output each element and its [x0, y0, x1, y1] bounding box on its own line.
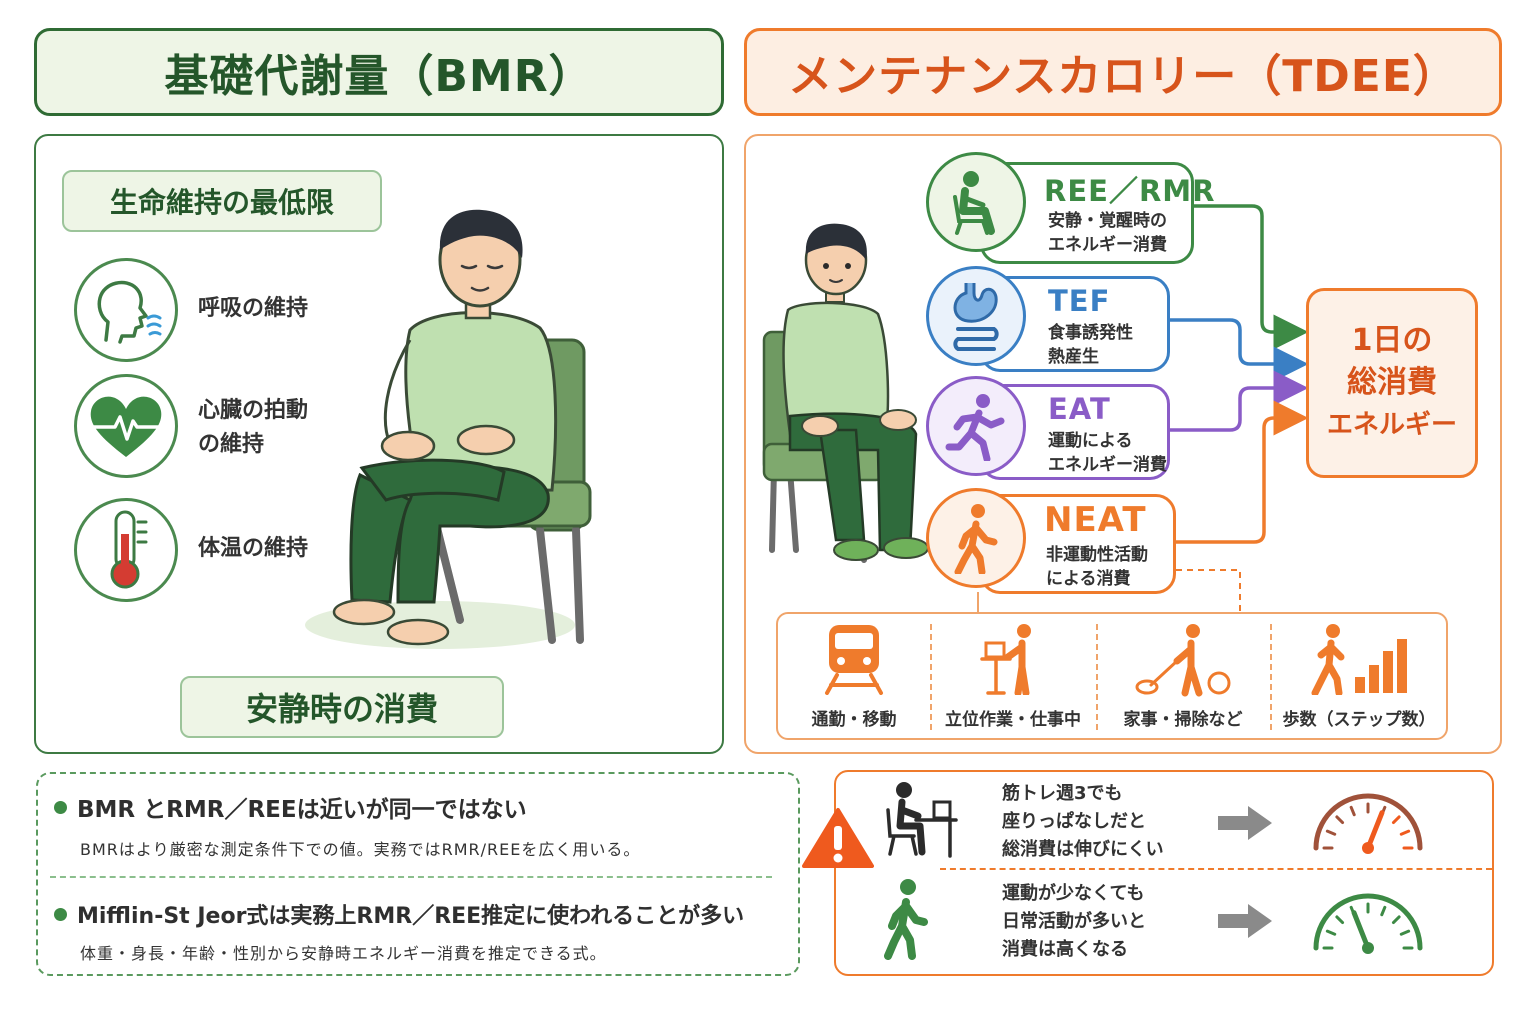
neat-example: 歩数（ステップ数） [1270, 614, 1448, 742]
total-line: エネルギー [1326, 410, 1457, 440]
walking-person-icon [926, 488, 1026, 588]
component-desc: エネルギー消費 [1048, 455, 1167, 475]
bullet-dot [54, 800, 67, 814]
component-title: TEF [1048, 284, 1111, 318]
component-desc: 安静・覚醒時の [1048, 211, 1167, 231]
component-title: REE／RMR [1044, 174, 1216, 208]
warning-text: 運動が少なくても 日常活動が多いと 消費は高くなる [1002, 880, 1146, 964]
notes-box [36, 772, 800, 976]
thermometer-icon [74, 498, 178, 602]
component-desc: 非運動性活動 [1046, 545, 1148, 565]
warning-line: 運動が少なくても [1002, 883, 1145, 904]
warning-line: 総消費は伸びにくい [1002, 839, 1164, 860]
sitting-person-icon [926, 152, 1026, 252]
note-title-text: BMR とRMR／REEは近いが同一ではない [77, 797, 527, 823]
walking-person-icon [884, 879, 928, 960]
running-person-icon [926, 376, 1026, 476]
bmr-item-label: の維持 [198, 432, 265, 457]
component-title: EAT [1048, 392, 1111, 426]
steps-chart-icon [1311, 624, 1407, 695]
warning-box [834, 770, 1494, 976]
neat-example: 通勤・移動 [778, 614, 930, 742]
desk-worker-icon [886, 782, 958, 858]
stomach-icon [926, 266, 1026, 366]
divider [930, 624, 932, 730]
warning-line: 消費は高くなる [1002, 939, 1128, 960]
warning-line: 日常活動が多いと [1002, 911, 1146, 932]
warning-line: 筋トレ週3でも [1002, 783, 1123, 804]
low-gauge-icon [1313, 793, 1423, 854]
neat-example-label: 家事・掃除など [1123, 710, 1243, 730]
note-title: BMR とRMR／REEは近いが同一ではない [54, 790, 527, 824]
arrow-right-icon [1218, 806, 1272, 840]
bmr-item-label: 呼吸の維持 [198, 296, 309, 321]
breathing-icon [74, 258, 178, 362]
component-desc: 食事誘発性 [1048, 323, 1133, 343]
bmr-footer: 安静時の消費 [180, 676, 504, 738]
warning-icon [802, 808, 874, 868]
heart-icon [74, 374, 178, 478]
total-energy-box: 1日の 総消費 エネルギー [1306, 288, 1478, 478]
seated-person-illustration [305, 209, 592, 649]
note-sub: BMRはより厳密な測定条件下での値。実務ではRMR/REEを広く用いる。 [80, 840, 641, 859]
note-title-text: Mifflin-St Jeor式は実務上RMR／REE推定に使われることが多い [77, 904, 745, 929]
component-desc: による消費 [1046, 569, 1131, 589]
component-desc: エネルギー消費 [1048, 235, 1167, 255]
seated-person-illustration [762, 223, 929, 563]
total-line: 1日の [1351, 323, 1433, 358]
neat-example: 立位作業・仕事中 [930, 614, 1096, 742]
tdee-header: メンテナンスカロリー（TDEE） [744, 28, 1502, 116]
neat-examples: 通勤・移動 立位作業・仕事中 家事・掃除など 歩数（ [776, 612, 1448, 740]
neat-example-label: 通勤・移動 [811, 710, 897, 730]
bmr-item-label: 心臓の拍動 [198, 398, 309, 423]
vacuum-cleaning-icon [1135, 624, 1231, 697]
train-icon [825, 625, 883, 695]
note-title: Mifflin-St Jeor式は実務上RMR／REE推定に使われることが多い [54, 898, 744, 930]
note-sub: 体重・身長・年齢・性別から安静時エネルギー消費を推定できる式。 [80, 944, 607, 963]
standing-desk-icon [980, 624, 1031, 695]
bullet-dot [54, 907, 67, 921]
divider [50, 876, 772, 878]
divider [940, 868, 1492, 870]
divider [1270, 624, 1272, 730]
neat-example-label: 歩数（ステップ数） [1282, 710, 1436, 730]
neat-example-label: 立位作業・仕事中 [945, 710, 1081, 730]
high-gauge-icon [1313, 893, 1423, 954]
bmr-tag: 生命維持の最低限 [62, 170, 382, 232]
bmr-header: 基礎代謝量（BMR） [34, 28, 724, 116]
component-desc: 熱産生 [1048, 347, 1099, 367]
arrow-right-icon [1218, 904, 1272, 938]
divider [1096, 624, 1098, 730]
component-desc: 運動による [1048, 431, 1133, 451]
warning-text: 筋トレ週3でも 座りっぱなしだと 総消費は伸びにくい [1002, 780, 1164, 864]
warning-line: 座りっぱなしだと [1002, 811, 1146, 832]
component-title: NEAT [1044, 500, 1147, 540]
neat-example: 家事・掃除など [1096, 614, 1270, 742]
bmr-item-label: 体温の維持 [198, 536, 309, 561]
total-line: 総消費 [1347, 365, 1437, 400]
